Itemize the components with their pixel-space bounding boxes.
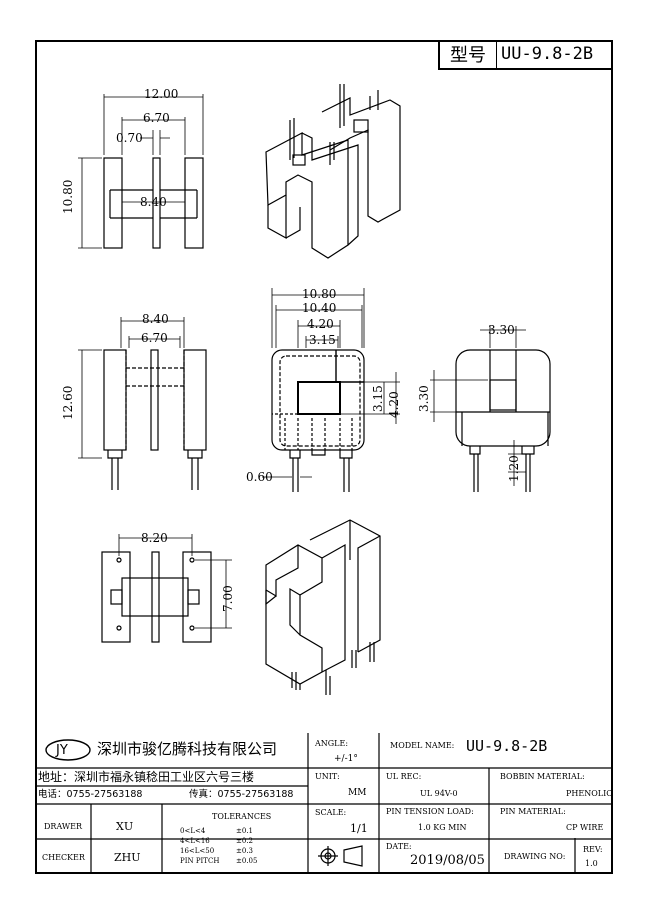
company-address: 地址：深圳市福永镇稔田工业区六号三楼 (38, 770, 255, 784)
scale-label: SCALE: (315, 808, 347, 817)
dim-right-width: 3.30 (488, 323, 515, 337)
pin-tension-label: PIN TENSION LOAD: (386, 807, 474, 816)
ul-rec-value: UL 94V-0 (420, 789, 458, 798)
model-header-label: 型号 (440, 40, 497, 68)
drawer-value: XU (116, 820, 134, 833)
dim-front-width: 8.40 (142, 312, 169, 326)
date-value: 2019/08/05 (410, 853, 485, 868)
dim-front-height: 12.60 (61, 385, 75, 420)
model-name-value: UU-9.8-2B (466, 737, 548, 755)
tolerance-range-2: 4<L<16 (180, 837, 210, 845)
unit-label: UNIT: (315, 772, 340, 781)
pin-material-value: CP WIRE (566, 823, 604, 832)
iso-view-top (265, 84, 401, 259)
rev-label: REV: (583, 845, 603, 854)
tolerance-value-4: ±0.05 (236, 857, 258, 865)
checker-label: CHECKER (42, 853, 85, 862)
dim-top-slot: 0.70 (116, 131, 143, 145)
dim-bottom-width: 8.20 (141, 531, 168, 545)
top-view (78, 94, 204, 249)
tolerance-value-1: ±0.1 (236, 827, 253, 835)
dim-side-width: 10.80 (302, 287, 337, 301)
dim-bottom-height: 7.00 (221, 585, 235, 612)
dim-top-height: 10.80 (61, 179, 75, 214)
dim-right-height: 3.30 (417, 385, 431, 412)
dim-side-h2: 4.20 (387, 391, 401, 418)
unit-value: MM (348, 788, 367, 798)
side-view (262, 288, 400, 492)
pin-material-label: PIN MATERIAL: (500, 807, 566, 816)
date-label: DATE: (386, 842, 412, 851)
company-logo: JY (56, 743, 68, 758)
company-fax: 传真：0755-27563188 (189, 789, 294, 800)
tolerances-label: TOLERANCES (212, 812, 272, 821)
tolerance-range-4: PIN PITCH (180, 857, 220, 865)
right-view (430, 326, 551, 492)
tolerance-value-3: ±0.3 (236, 847, 253, 855)
model-header-value: UU-9.8-2B (501, 44, 594, 64)
model-name-label: MODEL NAME: (390, 741, 455, 750)
dim-side-window2: 3.15 (309, 333, 336, 347)
tolerance-range-1: 0<L<4 (180, 827, 206, 835)
angle-label: ANGLE: (315, 739, 349, 748)
bottom-view (101, 534, 232, 643)
iso-view-bottom (265, 519, 381, 695)
angle-value: +/-1° (334, 754, 358, 764)
bobbin-material-label: BOBBIN MATERIAL: (500, 772, 585, 781)
tolerance-value-2: ±0.2 (236, 837, 253, 845)
dim-pin-len: 1.20 (507, 455, 521, 482)
company-phone: 电话：0755-27563188 (38, 789, 143, 800)
dim-top-width: 12.00 (144, 87, 179, 101)
drawing-frame (35, 40, 613, 874)
checker-value: ZHU (114, 851, 141, 864)
scale-value: 1/1 (350, 822, 368, 835)
bobbin-material-value: PHENOLIC (566, 789, 613, 798)
drawing-no-label: DRAWING NO: (504, 852, 566, 861)
model-header: 型号 UU-9.8-2B (438, 40, 613, 70)
pin-tension-value: 1.0 KG MIN (418, 823, 467, 832)
title-block-grid (35, 733, 613, 874)
dim-top-center: 8.40 (140, 195, 167, 209)
ul-rec-label: UL REC: (386, 772, 422, 781)
dim-front-inner: 6.70 (141, 331, 168, 345)
dim-side-window: 4.20 (307, 317, 334, 331)
dim-side-h1: 3.15 (371, 385, 385, 412)
drawer-label: DRAWER (44, 822, 82, 831)
front-view (78, 317, 207, 490)
dim-top-inner: 6.70 (143, 111, 170, 125)
dim-pin-dia: 0.60 (246, 470, 273, 484)
dim-side-inner: 10.40 (302, 301, 337, 315)
rev-value: 1.0 (585, 859, 598, 868)
company-name: 深圳市骏亿腾科技有限公司 (97, 740, 278, 758)
tolerance-range-3: 16<L<50 (180, 847, 215, 855)
